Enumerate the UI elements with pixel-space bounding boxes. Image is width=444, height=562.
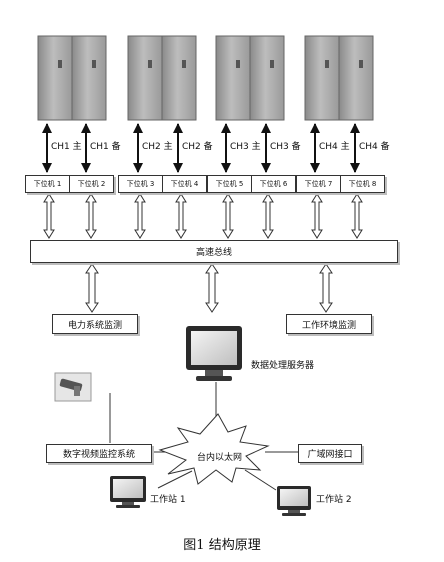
server-monitor-icon [186,326,242,381]
camera-icon [54,372,92,402]
transmitter-cabinet-3 [215,35,285,121]
ethernet-label: 台内以太网 [197,453,243,463]
power-system-monitor: 电力系统监测 [52,314,138,334]
ch3-main-label: CH3 主 [230,142,261,152]
workstation-1-icon [110,476,146,508]
workstation-2-label: 工作站 2 [316,495,352,505]
workstation-1-label: 工作站 1 [150,495,186,505]
workstation-2-icon [277,486,311,516]
lower-machine-2: 下位机 2 [69,175,114,193]
ch2-main-label: CH2 主 [142,142,173,152]
ch4-main-label: CH4 主 [319,142,350,152]
figure-caption: 图1 结构原理 [183,538,261,553]
wan-interface: 广域网接口 [298,444,362,463]
digital-video-monitoring-system: 数字视频监控系统 [46,444,152,463]
transmitter-cabinet-2 [127,35,197,121]
lower-machine-5: 下位机 5 [207,175,252,193]
transmitter-cabinet-4 [304,35,374,121]
ch1-backup-label: CH1 备 [90,142,121,152]
ch4-backup-label: CH4 备 [359,142,390,152]
high-speed-bus: 高速总线 [30,240,398,263]
ch1-main-label: CH1 主 [51,142,82,152]
cabinet-link-arrows [42,123,360,173]
lower-machine-8: 下位机 8 [340,175,385,193]
lower-machine-7: 下位机 7 [296,175,341,193]
lower-machine-6: 下位机 6 [251,175,296,193]
bus-link-arrows [43,193,363,313]
lower-machine-1: 下位机 1 [25,175,70,193]
ethernet-cloud [158,413,270,485]
lower-machine-4: 下位机 4 [162,175,207,193]
transmitter-cabinet-1 [37,35,107,121]
ch3-backup-label: CH3 备 [270,142,301,152]
ch2-backup-label: CH2 备 [182,142,213,152]
work-environment-monitor: 工作环境监测 [286,314,372,334]
server-label: 数据处理服务器 [251,361,315,371]
lower-machine-3: 下位机 3 [118,175,163,193]
